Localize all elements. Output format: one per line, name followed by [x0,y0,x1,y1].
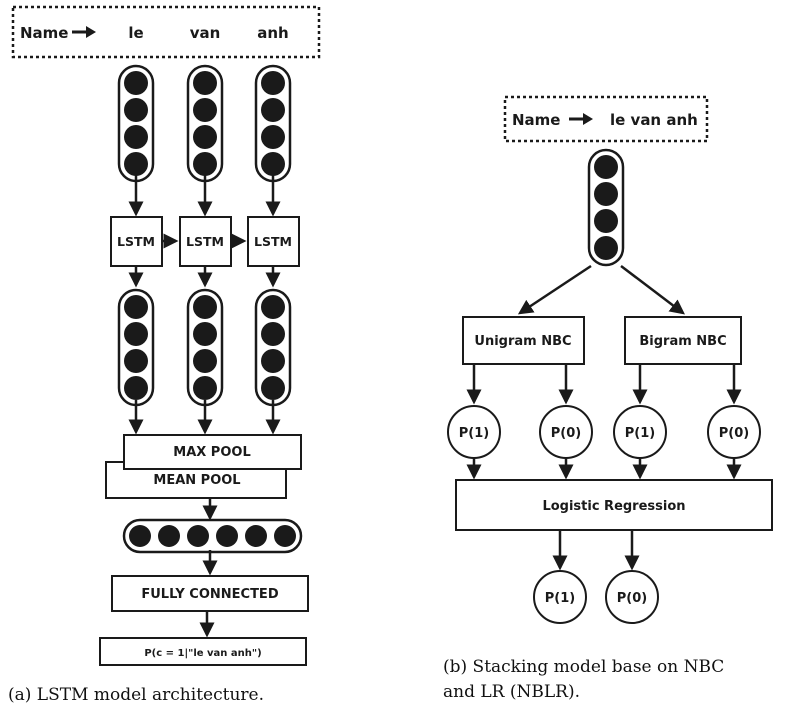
vector-unit [261,322,285,346]
vector-unit [261,152,285,176]
output-label-p0: P(0) [617,591,647,606]
unigram-nbc-box [462,316,585,365]
vector-unit [124,98,148,122]
vector-unit [261,125,285,149]
vector-unit [261,98,285,122]
vector-unit [158,525,180,547]
vector-unit [129,525,151,547]
logistic-regression-label: Logistic Regression [542,499,685,514]
input-box-b [503,95,709,143]
vector-unit [124,349,148,373]
vector-unit [193,349,217,373]
lstm-label-1: LSTM [117,234,155,249]
vector-unit [193,125,217,149]
bigram-nbc-label: Bigram NBC [639,334,726,349]
output-label-p1: P(1) [545,591,575,606]
vector-unit [124,71,148,95]
vector-unit [193,322,217,346]
embedding-vector-3 [254,64,292,183]
vector-unit [594,155,618,179]
vector-unit [594,236,618,260]
caption-a: (a) LSTM model architecture. [8,685,264,705]
prob-label-unigram-p0: P(0) [551,426,581,441]
max-pool-box [123,434,302,470]
output-circle-p1 [533,570,587,624]
vector-unit [124,322,148,346]
right-arrow-icon [72,26,96,38]
vector-unit [193,152,217,176]
caption-b-line2: and LR (NBLR). [443,682,580,702]
mean-pool-label: MEAN POOL [153,473,240,488]
embedding-vector-1 [117,64,155,183]
vector-unit [216,525,238,547]
prob-label-bigram-p0: P(0) [719,426,749,441]
diagram-b-nblr: Name le van anh Unigram NBC Bigram NBC P… [443,95,773,702]
vector-unit [245,525,267,547]
token-anh: anh [257,24,288,42]
output-box-a [99,637,307,666]
arrow-emb-unigram [517,264,592,315]
vector-unit [594,182,618,206]
pooled-vector [122,518,303,554]
hidden-vector-1 [117,288,155,407]
embedding-vector-b [587,148,625,267]
hidden-vector-2 [186,288,224,407]
lstm-cell-3 [247,216,300,267]
vector-unit [124,376,148,400]
output-label-a: P(c = 1|"le van anh") [144,648,261,659]
arrow-emb-bigram [620,265,685,315]
vector-unit [261,71,285,95]
vector-unit [261,295,285,319]
token-van: van [190,24,221,42]
logistic-regression-box [455,479,773,531]
prob-label-unigram-p1: P(1) [459,426,489,441]
max-pool-label: MAX POOL [173,445,250,460]
vector-unit [193,376,217,400]
token-le: le [128,24,143,42]
prob-label-bigram-p1: P(1) [625,426,655,441]
caption-b-line1: (b) Stacking model base on NBC [443,657,724,677]
embedding-vector-2 [186,64,224,183]
unigram-nbc-label: Unigram NBC [474,334,571,349]
vector-unit [193,98,217,122]
hidden-vector-3 [254,288,292,407]
vector-unit [187,525,209,547]
vector-unit [261,376,285,400]
vector-unit [261,349,285,373]
vector-unit [193,71,217,95]
bigram-nbc-box [624,316,742,365]
input-name-label-a: Name [20,24,68,42]
input-text-b: le van anh [610,111,698,129]
vector-unit [124,125,148,149]
lstm-label-2: LSTM [186,234,224,249]
input-name-label-b: Name [512,111,560,129]
vector-unit [274,525,296,547]
fully-connected-box [111,575,309,612]
fully-connected-label: FULLY CONNECTED [141,587,278,602]
diagram-a-lstm: Name le van anh LSTM LSTM LSTM [8,5,321,705]
lstm-label-3: LSTM [254,234,292,249]
vector-unit [124,152,148,176]
vector-unit [594,209,618,233]
vector-capsule [587,148,625,267]
vector-unit [193,295,217,319]
vector-unit [124,295,148,319]
right-arrow-icon [569,113,593,125]
output-circle-p0 [605,570,659,624]
input-box-a [11,5,321,59]
